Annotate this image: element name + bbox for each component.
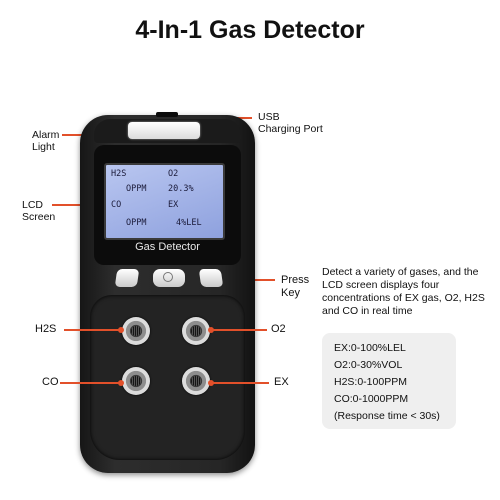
lcd-screen: H2S O2 OPPM 20.3% CO EX OPPM 4%LEL: [104, 163, 225, 240]
lcd-co-label: CO: [111, 200, 122, 210]
co-pointer-dot: [118, 380, 124, 386]
feature-description: Detect a variety of gases, and the LCD s…: [322, 266, 485, 317]
device-brand-label: Gas Detector: [135, 241, 200, 253]
left-key-button[interactable]: [114, 269, 140, 287]
h2s-pointer: [64, 329, 120, 331]
co-label: CO: [42, 376, 59, 388]
h2s-pointer-dot: [118, 327, 124, 333]
lcd-ex-value: 4%LEL: [176, 218, 202, 228]
lcd-o2-value: 20.3%: [168, 184, 194, 194]
co-sensor: [122, 367, 150, 395]
right-key-button[interactable]: [198, 269, 224, 287]
spec-co-range: CO:0-1000PPM: [334, 393, 409, 405]
spec-o2-range: O2:0-30%VOL: [334, 359, 403, 371]
spec-h2s-range: H2S:0-100PPM: [334, 376, 407, 388]
ex-sensor: [182, 367, 210, 395]
sensor-panel: [90, 295, 245, 460]
lcd-o2-label: O2: [168, 169, 179, 179]
spec-ex-range: EX:0-100%LEL: [334, 342, 406, 354]
lcd-h2s-label: H2S: [111, 169, 127, 179]
page-title: 4-In-1 Gas Detector: [135, 16, 365, 44]
lcd-ex-label: EX: [168, 200, 179, 210]
h2s-sensor: [122, 317, 150, 345]
power-key-button[interactable]: [153, 269, 185, 287]
co-pointer: [60, 382, 120, 384]
usb-charging-port-label: USB Charging Port: [258, 111, 323, 135]
o2-label: O2: [271, 323, 286, 335]
press-key-label: Press Key: [281, 274, 310, 299]
ex-pointer: [211, 382, 269, 384]
spec-box: EX:0-100%LEL O2:0-30%VOL H2S:0-100PPM CO…: [322, 333, 456, 429]
o2-sensor: [182, 317, 210, 345]
usb-port: [156, 112, 178, 117]
spec-response-time: (Response time < 30s): [334, 410, 440, 422]
gas-detector-device: H2S O2 OPPM 20.3% CO EX OPPM 4%LEL Gas D…: [80, 112, 255, 473]
o2-pointer: [211, 329, 267, 331]
alarm-light: [128, 122, 200, 139]
h2s-label: H2S: [35, 323, 57, 335]
power-icon: [163, 272, 173, 282]
keypad: [108, 267, 228, 293]
ex-label: EX: [274, 376, 289, 388]
alarm-light-label: Alarm Light: [32, 129, 60, 153]
lcd-co-value: OPPM: [126, 218, 147, 228]
lcd-h2s-value: OPPM: [126, 184, 147, 194]
lcd-screen-label: LCD Screen: [22, 199, 56, 223]
